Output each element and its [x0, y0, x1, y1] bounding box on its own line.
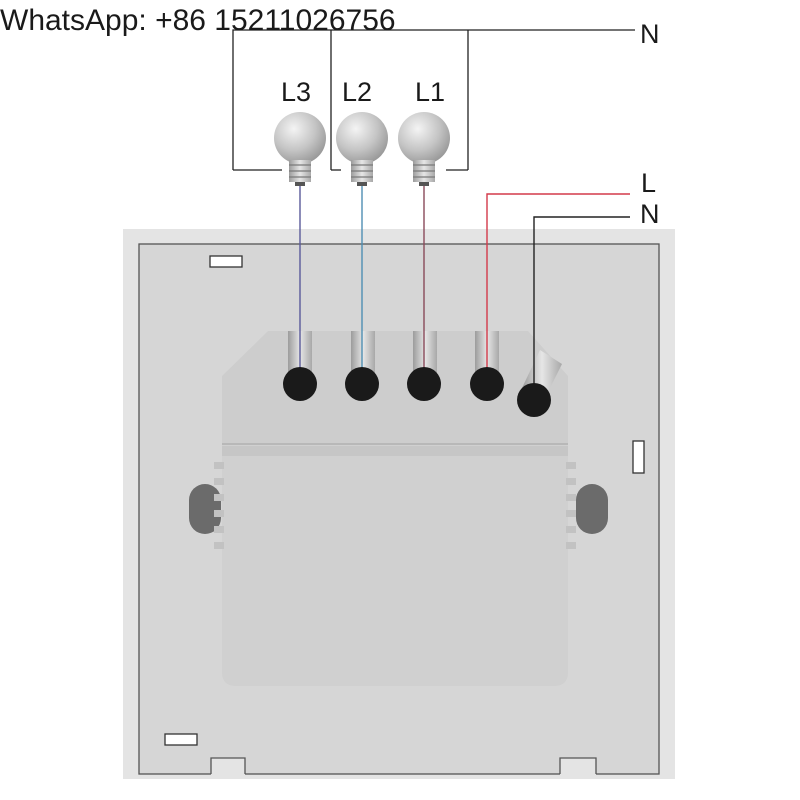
lamp-label-l3: L3	[281, 77, 312, 107]
plate-slot-right	[632, 440, 645, 474]
terminal-l2	[345, 367, 379, 401]
bulb-icon	[336, 112, 388, 186]
lamp-label-l2: L2	[342, 77, 373, 107]
bulb-icon	[398, 112, 450, 186]
bulb-icon	[274, 112, 326, 186]
plate-slot-top	[209, 255, 243, 268]
terminal-l1	[407, 367, 441, 401]
neutral-bus	[232, 29, 635, 171]
plate-bottom-notches	[210, 757, 597, 778]
terminal-l3	[283, 367, 317, 401]
mounting-clip-left	[189, 484, 221, 534]
lamp-label-l1: L1	[415, 77, 446, 107]
switch-module	[214, 331, 576, 686]
supply-label-neutral-top: N	[640, 19, 660, 49]
terminal-live	[470, 367, 504, 401]
wire-neutral	[533, 216, 630, 400]
wire-live	[486, 193, 630, 384]
mounting-clip-right	[576, 484, 608, 534]
supply-label-neutral: N	[640, 199, 660, 229]
terminals	[283, 367, 551, 417]
whatsapp-watermark: WhatsApp: +86 15211026756	[0, 4, 396, 37]
plate-slot-bottom	[164, 733, 198, 746]
terminal-neutral	[517, 383, 551, 417]
supply-label-live: L	[641, 168, 657, 198]
